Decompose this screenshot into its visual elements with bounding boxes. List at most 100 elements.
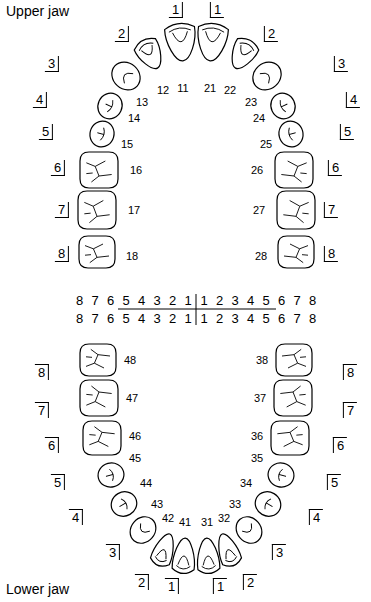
tooth-outline <box>274 380 312 416</box>
tooth <box>94 89 127 123</box>
tooth-outline <box>78 191 116 229</box>
tooth <box>276 118 306 149</box>
tooth-fissure <box>116 498 128 512</box>
notation-digit: 3 <box>153 312 160 325</box>
tooth-fissure <box>282 349 306 368</box>
palmer-number: 6 <box>333 437 347 453</box>
notation-digit: 7 <box>91 312 98 325</box>
notation-digit: 5 <box>122 312 129 325</box>
tooth <box>195 22 229 62</box>
tooth-outline <box>275 152 313 188</box>
notation-digit: 3 <box>231 294 238 307</box>
tooth-fissure <box>89 427 114 447</box>
palmer-number: 1 <box>213 578 227 594</box>
notation-divider <box>118 309 276 310</box>
tooth-number: 32 <box>218 513 230 524</box>
notation-digit: 6 <box>107 294 114 307</box>
tooth-fissure <box>176 556 191 570</box>
tooth-number: 35 <box>251 453 263 464</box>
tooth-outline <box>95 460 126 490</box>
palmer-number: 1 <box>169 2 183 18</box>
tooth <box>275 152 313 188</box>
palmer-number: 6 <box>328 160 342 176</box>
notation-digit: 7 <box>293 294 300 307</box>
tooth <box>125 512 161 549</box>
tooth-fissure <box>287 126 297 140</box>
tooth-outline <box>231 512 267 549</box>
tooth-fissure <box>169 27 192 43</box>
notation-digit: 4 <box>138 312 145 325</box>
notation-digit: 5 <box>262 312 269 325</box>
notation-digit: 8 <box>309 294 316 307</box>
tooth-fissure <box>242 523 255 535</box>
tooth-outline <box>132 35 168 74</box>
palmer-number: 5 <box>39 124 53 140</box>
tooth-number: 18 <box>126 251 138 262</box>
tooth-number: 24 <box>253 113 265 124</box>
tooth <box>172 537 197 574</box>
tooth <box>83 421 121 455</box>
palmer-number: 3 <box>272 544 286 560</box>
tooth-fissure <box>137 523 150 535</box>
tooth-number: 22 <box>224 85 236 96</box>
notation-digit: 8 <box>76 312 83 325</box>
jaw-label: Upper jaw <box>6 4 69 18</box>
palmer-number: 1 <box>210 2 224 18</box>
notation-digit: 1 <box>200 312 207 325</box>
tooth-number: 27 <box>253 205 265 216</box>
tooth-outline <box>196 537 221 574</box>
tooth <box>80 380 118 416</box>
tooth-number: 37 <box>254 393 266 404</box>
palmer-number: 5 <box>51 474 65 490</box>
palmer-number: 8 <box>35 364 49 380</box>
tooth-outline <box>125 512 161 549</box>
tooth-number: 33 <box>229 499 241 510</box>
tooth-fissure <box>154 548 169 564</box>
palmer-number: 2 <box>115 26 129 42</box>
tooth-fissure <box>201 556 216 570</box>
notation-digit: 6 <box>107 312 114 325</box>
notation-digit: 4 <box>138 294 145 307</box>
tooth-number: 42 <box>162 513 174 524</box>
tooth-fissure <box>260 70 273 83</box>
tooth-number: 31 <box>201 517 213 528</box>
tooth-fissure <box>278 98 290 113</box>
tooth <box>278 236 314 268</box>
palmer-number: 4 <box>69 509 83 525</box>
tooth <box>277 191 315 229</box>
palmer-number: 7 <box>324 202 338 218</box>
tooth <box>79 236 115 268</box>
palmer-number: 3 <box>45 56 59 72</box>
palmer-number: 8 <box>324 246 338 262</box>
tooth-number: 15 <box>121 139 133 150</box>
tooth-outline <box>276 118 306 149</box>
tooth-fissure <box>277 427 302 447</box>
tooth-fissure <box>86 161 111 182</box>
tooth-number: 13 <box>136 97 148 108</box>
palmer-number: 6 <box>51 160 65 176</box>
tooth-number: 25 <box>260 139 272 150</box>
tooth <box>196 537 221 574</box>
tooth-number: 28 <box>255 251 267 262</box>
notation-digit: 4 <box>247 294 254 307</box>
notation-digit: 1 <box>184 294 191 307</box>
palmer-number: 4 <box>33 92 47 108</box>
notation-digit: 7 <box>293 312 300 325</box>
notation-digit: 2 <box>216 294 223 307</box>
tooth-outline <box>276 344 312 376</box>
tooth-outline <box>107 487 142 521</box>
tooth <box>271 421 309 455</box>
tooth-fissure <box>280 386 305 407</box>
palmer-number: 8 <box>343 364 357 380</box>
palmer-number: 4 <box>309 509 323 525</box>
tooth-fissure <box>86 386 111 407</box>
tooth-outline <box>164 22 198 62</box>
tooth <box>87 118 117 149</box>
tooth <box>132 35 168 74</box>
tooth-number: 21 <box>204 83 216 94</box>
tooth-outline <box>271 421 309 455</box>
tooth-fissure <box>84 201 109 223</box>
tooth <box>80 344 116 376</box>
palmer-number: 6 <box>45 437 59 453</box>
tooth-fissure <box>104 469 114 482</box>
